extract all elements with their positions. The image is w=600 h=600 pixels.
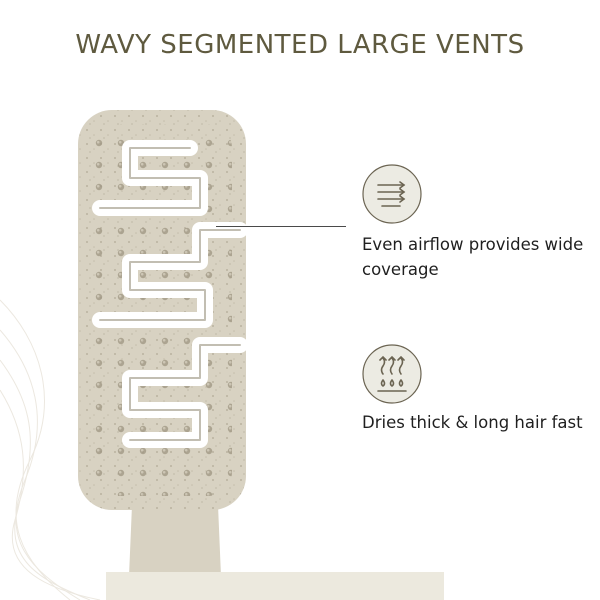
page-title: WAVY SEGMENTED LARGE VENTS	[75, 30, 525, 60]
airflow-arrows-icon	[362, 164, 422, 224]
heat-waves-droplets-icon	[362, 344, 422, 404]
feature-text-drying: Dries thick & long hair fast	[362, 413, 583, 432]
display-pedestal	[106, 572, 444, 600]
feature-text-airflow: Even airflow provides wide coverage	[362, 235, 584, 279]
callout-line	[216, 226, 346, 227]
